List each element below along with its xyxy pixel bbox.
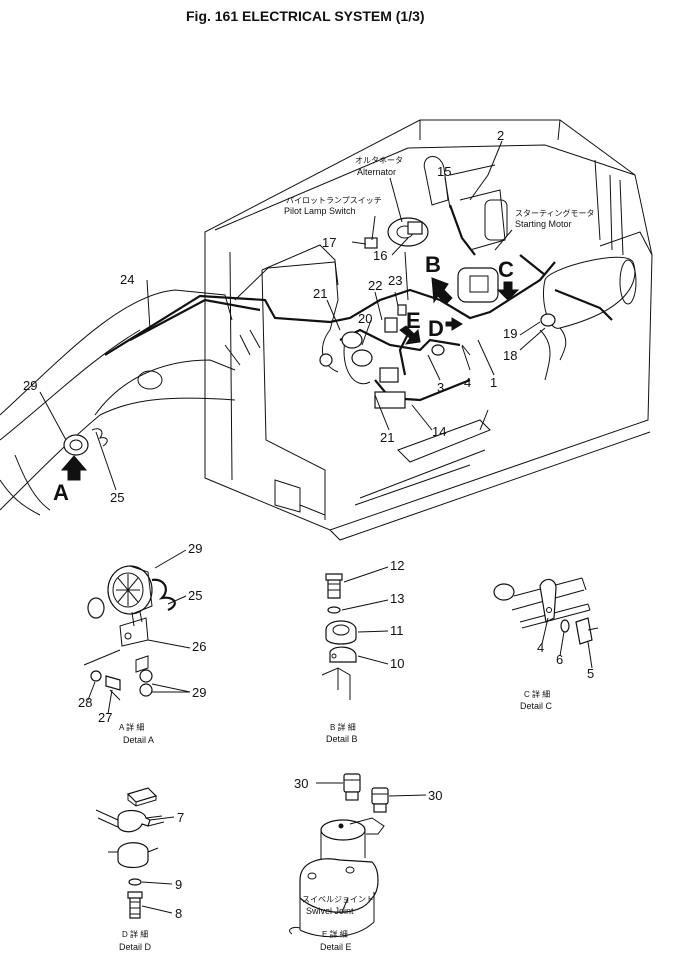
view-letter-a: A: [53, 480, 69, 505]
part-number-18: 18: [503, 348, 517, 363]
part-number-9: 9: [175, 877, 182, 892]
detail-c-title: Detail C: [520, 701, 553, 711]
leader-lines-e: [316, 782, 427, 913]
part-number-4-detail-c: 4: [537, 640, 544, 655]
part-number-7: 7: [177, 810, 184, 825]
part-number-3: 3: [437, 380, 444, 395]
detail-b-drawing: [321, 573, 357, 700]
leader-lines-d: [141, 816, 175, 914]
part-number-30b: 30: [428, 788, 442, 803]
detail-d-title-jp: D 詳 細: [122, 929, 148, 939]
part-number-17: 17: [322, 235, 336, 250]
detail-d-drawing: [95, 787, 165, 919]
leader-lines-main: [39, 140, 546, 491]
part-number-8: 8: [175, 906, 182, 921]
leader-lines-a: [87, 549, 191, 715]
detail-c-drawing: [493, 577, 599, 645]
leader-lines-c: [541, 617, 593, 669]
part-number-10: 10: [390, 656, 404, 671]
view-a-arrow-icon: [60, 455, 88, 481]
detail-a-title: Detail A: [123, 735, 154, 745]
part-number-19: 19: [503, 326, 517, 341]
swivel-joint-label: Swivel Joint: [306, 906, 354, 916]
pilot-lamp-switch-label-jp: パイロットランプスイッチ: [286, 196, 382, 205]
detail-a-drawing: [83, 565, 176, 701]
detail-e-drawing: [289, 773, 389, 938]
view-letter-d: D: [428, 316, 444, 341]
part-number-14: 14: [432, 424, 446, 439]
part-number-4: 4: [464, 375, 471, 390]
view-e-arrow-icon: [399, 325, 421, 345]
pilot-lamp-switch-label: Pilot Lamp Switch: [284, 206, 356, 216]
part-number-1: 1: [490, 375, 497, 390]
figure-title: Fig. 161 ELECTRICAL SYSTEM (1/3): [186, 8, 425, 24]
view-arrows: [60, 277, 520, 481]
part-number-16: 16: [373, 248, 387, 263]
part-number-29-detail-a: 29: [188, 541, 202, 556]
leader-lines-b: [341, 566, 389, 665]
swivel-joint-label-jp: スイベルジョイント: [302, 895, 374, 904]
part-number-6: 6: [556, 652, 563, 667]
view-letter-e: E: [406, 308, 421, 333]
part-number-25-main: 25: [110, 490, 124, 505]
detail-e-title: Detail E: [320, 942, 352, 952]
part-number-29-detail-a-2: 29: [192, 685, 206, 700]
detail-e-title-jp: E 詳 細: [322, 929, 348, 939]
detail-c-title-jp: C 詳 細: [524, 689, 550, 699]
detail-a-title-jp: A 詳 細: [119, 722, 144, 732]
view-letter-c: C: [498, 257, 514, 282]
part-number-23: 23: [388, 273, 402, 288]
part-number-21a: 21: [313, 286, 327, 301]
part-number-20: 20: [358, 311, 372, 326]
view-b-arrow-icon: [431, 277, 453, 305]
part-number-26: 26: [192, 639, 206, 654]
view-letter-b: B: [425, 252, 441, 277]
part-number-30a: 30: [294, 776, 308, 791]
part-number-22: 22: [368, 278, 382, 293]
detail-d-title: Detail D: [119, 942, 152, 952]
starting-motor-label: Starting Motor: [515, 219, 572, 229]
part-number-5: 5: [587, 666, 594, 681]
part-number-13: 13: [390, 591, 404, 606]
alternator-label-jp: オルタネータ: [355, 156, 403, 165]
detail-b-title-jp: B 詳 細: [330, 722, 356, 732]
part-number-25-detail-a: 25: [188, 588, 202, 603]
part-number-24: 24: [120, 272, 134, 287]
view-c-arrow-icon: [496, 281, 520, 301]
part-number-11: 11: [390, 623, 404, 638]
alternator-label: Alternator: [357, 167, 396, 177]
main-assembly-drawing: [0, 119, 653, 541]
part-number-28: 28: [78, 695, 92, 710]
starting-motor-label-jp: スターティングモータ: [515, 208, 595, 218]
part-number-21b: 21: [380, 430, 394, 445]
detail-b-title: Detail B: [326, 734, 358, 744]
part-number-2: 2: [497, 128, 504, 143]
part-number-12: 12: [390, 558, 404, 573]
part-number-29-main: 29: [23, 378, 37, 393]
view-d-arrow-icon: [445, 317, 463, 331]
part-number-15: 15: [437, 164, 451, 179]
part-number-27: 27: [98, 710, 112, 725]
